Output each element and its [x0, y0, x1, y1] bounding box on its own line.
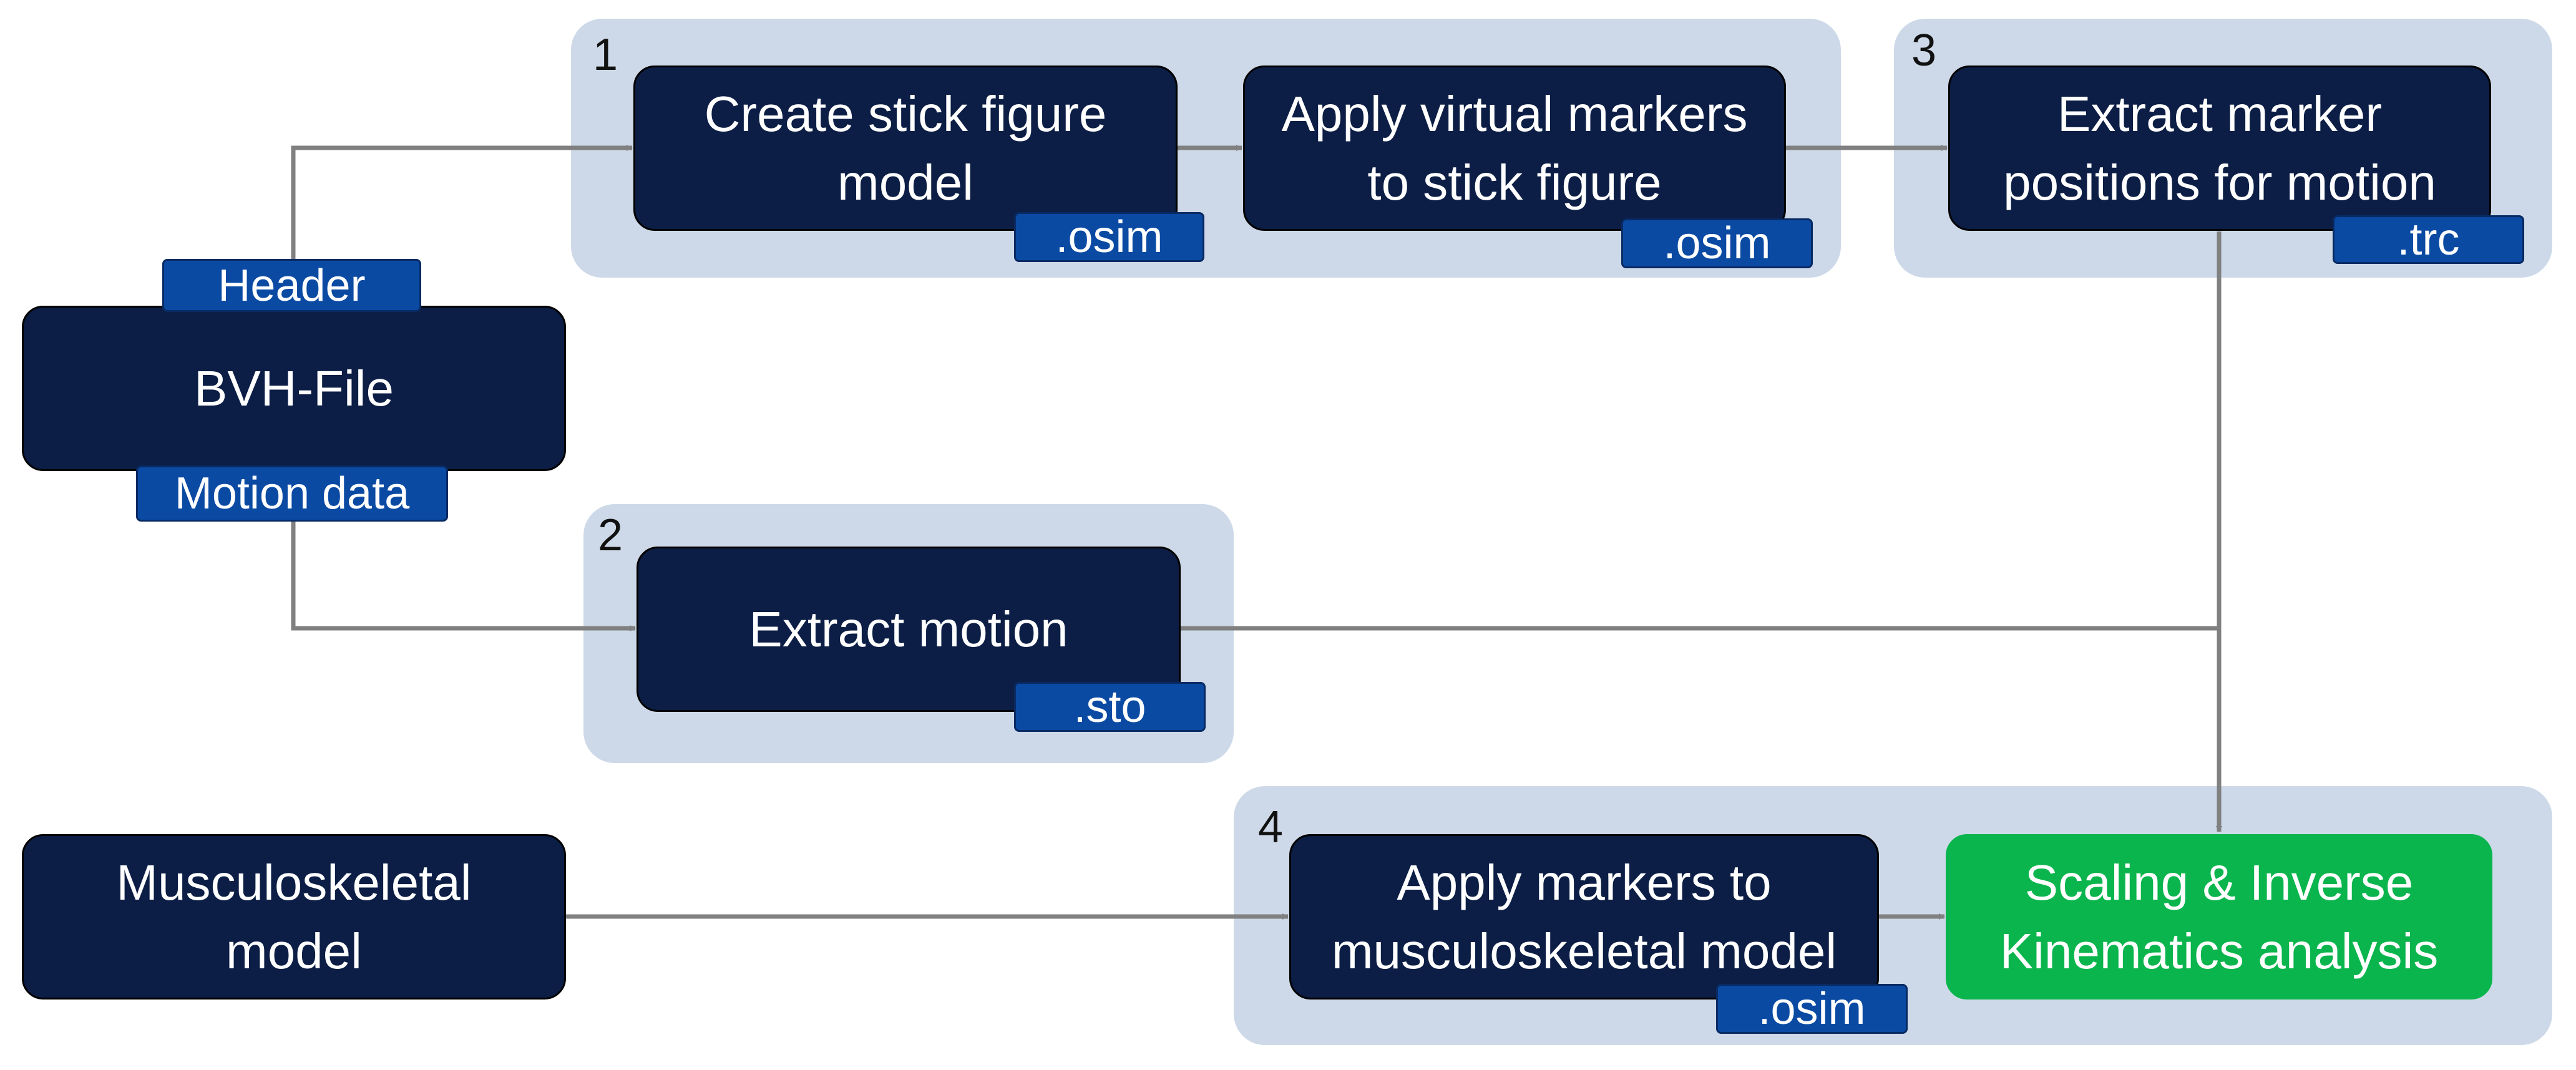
extract-marker-positions-node: Extract marker positions for motion: [1948, 66, 2491, 231]
step-3-number: 3: [1911, 26, 1937, 75]
arrow-motion-data-to-extract-motion: [291, 520, 636, 631]
step-4-number: 4: [1258, 802, 1284, 852]
motion-data-tag: Motion data: [136, 465, 448, 522]
virtual-markers-osim-tag: .osim: [1621, 218, 1813, 268]
apply-virtual-markers-node: Apply virtual markers to stick figure: [1243, 66, 1786, 231]
musculoskeletal-osim-tag: .osim: [1716, 984, 1908, 1034]
create-stick-figure-node: Create stick figure model: [633, 66, 1178, 231]
header-tag: Header: [162, 259, 421, 312]
arrow-header-to-stick-figure: [291, 145, 633, 261]
sto-tag: .sto: [1014, 682, 1206, 732]
apply-markers-musculoskeletal-node: Apply markers to musculoskeletal model: [1289, 834, 1879, 999]
bvh-file-node: BVH-File: [22, 306, 566, 471]
step-2-number: 2: [598, 510, 623, 560]
stick-figure-osim-tag: .osim: [1014, 212, 1204, 262]
step-1-number: 1: [593, 30, 618, 80]
musculoskeletal-model-node: Musculoskeletal model: [22, 834, 566, 999]
scaling-inverse-kinematics-node: Scaling & Inverse Kinematics analysis: [1946, 834, 2492, 999]
trc-tag: .trc: [2333, 215, 2524, 264]
